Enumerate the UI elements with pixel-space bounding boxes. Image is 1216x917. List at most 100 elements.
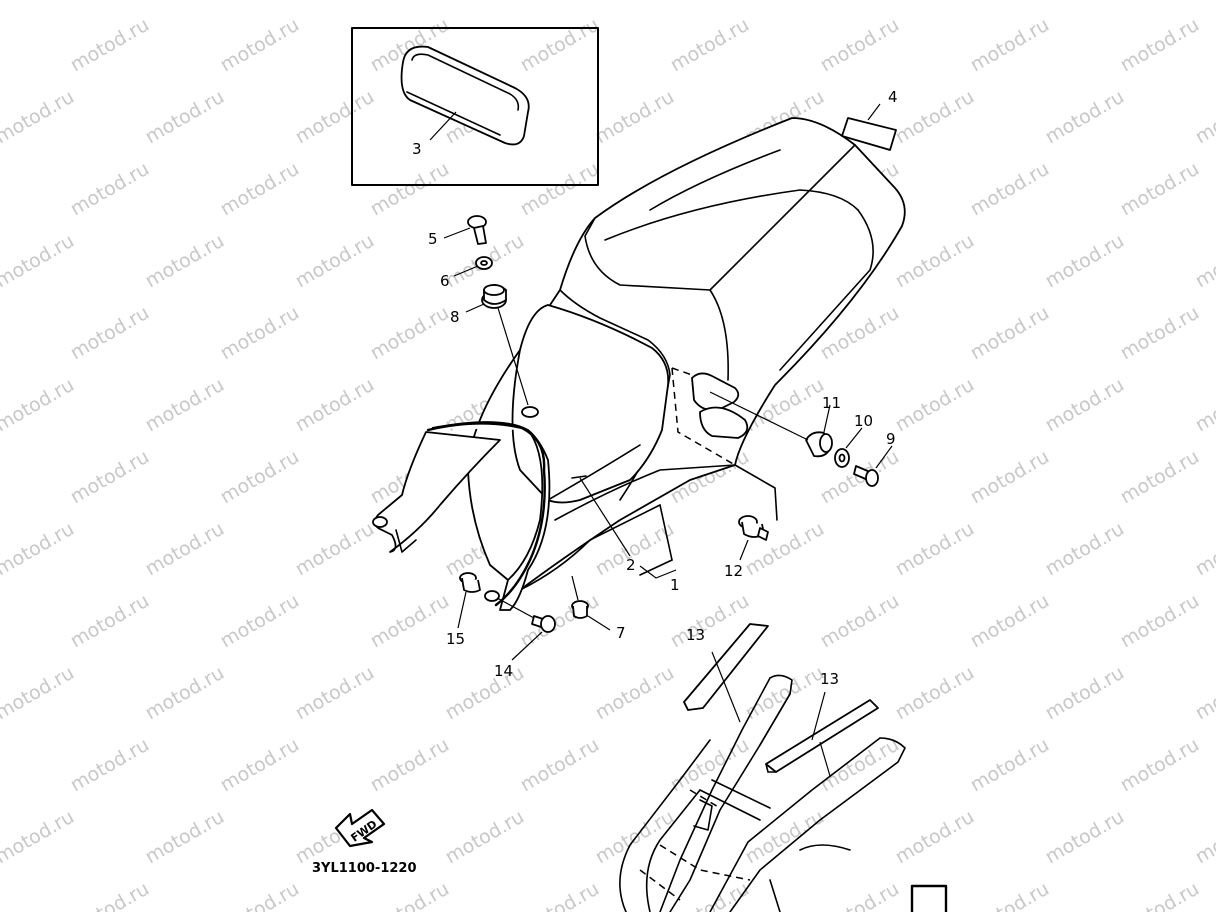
watermark-text: motod.ru [967,590,1053,653]
grommet-part-8 [482,285,506,308]
watermark-text: motod.ru [142,518,228,581]
watermark-text: motod.ru [592,0,678,4]
callout-15: 15 [446,630,465,648]
watermark-text: motod.ru [1042,230,1128,293]
watermark-text: motod.ru [0,662,78,725]
watermark-text: motod.ru [892,374,978,437]
watermark-text: motod.ru [892,806,978,869]
watermark-text: motod.ru [0,446,3,509]
watermark-text: motod.ru [967,302,1053,365]
watermark-text: motod.ru [1117,14,1203,77]
watermark-text: motod.ru [1192,86,1216,149]
watermark-text: motod.ru [592,662,678,725]
watermark-text: motod.ru [892,0,978,4]
corner-frame-box [912,886,946,912]
callout-12: 12 [724,562,743,580]
watermark-text: motod.ru [367,590,453,653]
washer-part-6 [476,257,492,269]
grommet-part-11 [806,432,832,456]
callout-11: 11 [822,394,841,412]
watermark-text: motod.ru [0,734,3,797]
watermark-text: motod.ru [0,374,78,437]
callout-9: 9 [886,430,896,448]
callout-13-lower: 13 [820,670,839,688]
watermark-text: motod.ru [442,662,528,725]
callout-10: 10 [854,412,873,430]
watermark-text: motod.ru [292,230,378,293]
watermark-text: motod.ru [1117,734,1203,797]
watermark-text: motod.ru [1042,0,1128,4]
callout-2: 2 [626,556,636,574]
watermark-text: motod.ru [0,518,78,581]
watermark-text: motod.ru [817,590,903,653]
watermark-text: motod.ru [967,878,1053,912]
watermark-text: motod.ru [1192,374,1216,437]
watermark-text: motod.ru [67,14,153,77]
watermark-text: motod.ru [1042,374,1128,437]
watermark-text: motod.ru [217,590,303,653]
watermark-text: motod.ru [1192,230,1216,293]
watermark-text: motod.ru [967,14,1053,77]
watermark-text: motod.ru [292,0,378,4]
callout-4: 4 [888,88,898,106]
watermark-text: motod.ru [142,0,228,4]
watermark-text: motod.ru [742,662,828,725]
watermark-text: motod.ru [67,302,153,365]
watermark-text: motod.ru [1117,302,1203,365]
watermark-text: motod.ru [892,86,978,149]
watermark-text: motod.ru [1117,446,1203,509]
callout-1: 1 [670,576,680,594]
watermark-text: motod.ru [1042,86,1128,149]
bolt-part-7 [572,601,588,618]
bolt-part-5 [468,216,486,244]
callout-7: 7 [616,624,626,642]
watermark-text: motod.ru [517,14,603,77]
watermark-text: motod.ru [217,878,303,912]
watermark-text: motod.ru [1042,518,1128,581]
watermark-text: motod.ru [217,446,303,509]
watermark-text: motod.ru [667,878,753,912]
watermark-text: motod.ru [67,590,153,653]
watermark-text: motod.ru [367,158,453,221]
callout-14: 14 [494,662,513,680]
watermark-text: motod.ru [967,446,1053,509]
watermark-text: motod.ru [1192,0,1216,4]
watermark-text: motod.ru [967,734,1053,797]
watermark-text: motod.ru [0,590,3,653]
watermark-text: motod.ru [442,0,528,4]
watermark-text: motod.ru [367,302,453,365]
watermark-text: motod.ru [217,158,303,221]
callout-13-upper: 13 [686,626,705,644]
watermark-text: motod.ru [367,734,453,797]
watermark-text: motod.ru [0,86,78,149]
watermark-text: motod.ru [0,302,3,365]
watermark-text: motod.ru [67,158,153,221]
bolt-part-12 [739,516,768,540]
watermark-text: motod.ru [292,86,378,149]
callout-3: 3 [412,140,422,158]
watermark-text: motod.ru [592,86,678,149]
watermark-text: motod.ru [0,14,3,77]
watermark-text: motod.ru [592,806,678,869]
watermark-text: motod.ru [0,230,78,293]
watermark-text: motod.ru [1192,806,1216,869]
watermark-text: motod.ru [217,302,303,365]
watermark-text: motod.ru [1192,662,1216,725]
watermark-text: motod.ru [1192,518,1216,581]
watermark-text: motod.ru [142,374,228,437]
watermark-text: motod.ru [517,734,603,797]
watermark-text: motod.ru [517,878,603,912]
watermark-text: motod.ru [0,806,78,869]
watermark-text: motod.ru [292,518,378,581]
watermark-text: motod.ru [892,230,978,293]
watermark-text: motod.ru [0,878,3,912]
drawing-code: 3YL1100-1220 [312,861,417,876]
watermark-text: motod.ru [142,806,228,869]
watermark-text: motod.ru [892,662,978,725]
bolt-part-15 [460,573,480,592]
watermark-text: motod.ru [892,518,978,581]
watermark-text: motod.ru [1042,662,1128,725]
watermark-text: motod.ru [742,0,828,4]
